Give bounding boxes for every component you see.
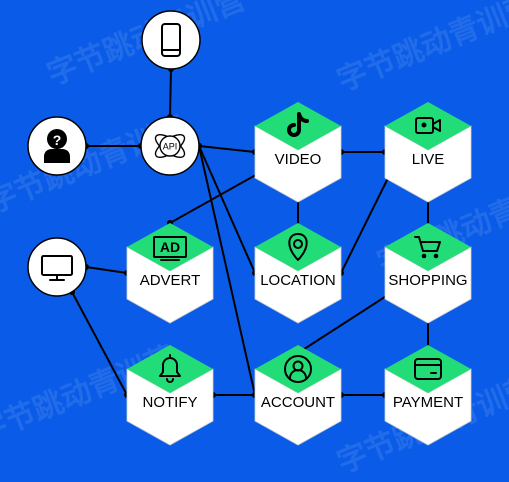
hex-node-label: ADVERT xyxy=(140,272,201,289)
connector-live-location xyxy=(340,171,392,274)
question-mark-glyph: ? xyxy=(53,132,62,148)
hex-node-location[interactable]: LOCATION xyxy=(254,223,342,324)
hex-node-video[interactable]: VIDEO xyxy=(254,102,342,203)
circle-node-user[interactable]: ? xyxy=(27,116,87,176)
hex-top xyxy=(127,345,213,393)
smartphone-icon xyxy=(161,23,181,57)
ad-icon: AD xyxy=(153,236,187,261)
hex-node-label: PAYMENT xyxy=(393,394,463,411)
hex-node-label: LIVE xyxy=(412,151,445,168)
circle-node-api[interactable]: API xyxy=(140,116,200,176)
hex-node-label: SHOPPING xyxy=(388,272,467,289)
user-icon xyxy=(284,355,312,383)
connection-lines xyxy=(69,66,431,398)
hex-node-live[interactable]: LIVE xyxy=(384,102,472,203)
hex-node-notify[interactable]: NOTIFY xyxy=(126,345,214,446)
hex-node-advert[interactable]: AD ADVERT xyxy=(126,223,214,324)
connector-account-shopping xyxy=(297,292,392,354)
connector-api-video xyxy=(198,145,256,153)
hex-top xyxy=(127,223,213,271)
connector-api-location xyxy=(198,145,256,274)
payment-card-icon xyxy=(414,358,442,380)
connector-api-account xyxy=(198,145,256,396)
connector-phone-api xyxy=(169,68,172,118)
hex-node-label: NOTIFY xyxy=(143,394,198,411)
hex-top xyxy=(385,345,471,393)
api-icon: API xyxy=(154,133,186,159)
connector-desktop-advert xyxy=(85,266,128,274)
tiktok-icon xyxy=(287,112,309,137)
circle-node-desktop[interactable] xyxy=(27,237,87,297)
hex-node-label: LOCATION xyxy=(260,272,336,289)
hex-top xyxy=(385,102,471,150)
bell-icon xyxy=(159,354,181,383)
map-pin-icon xyxy=(288,233,308,261)
hex-node-shopping[interactable]: SHOPPING xyxy=(384,223,472,324)
circle-node-bg xyxy=(27,237,87,297)
video-camera-icon xyxy=(415,117,441,134)
ad-icon-text: AD xyxy=(160,239,180,255)
circle-node-phone[interactable] xyxy=(141,10,201,70)
hex-node-payment[interactable]: PAYMENT xyxy=(384,345,472,446)
hex-top xyxy=(385,223,471,271)
diagram-canvas: ? API VIDEO LIVE AD ADVERT LOCATION SHOPPING NOT… xyxy=(27,10,472,446)
hex-node-label: ACCOUNT xyxy=(261,394,335,411)
hex-node-label: VIDEO xyxy=(275,151,322,168)
connector-video-advert xyxy=(169,171,262,224)
connector-desktop-notify xyxy=(71,291,128,396)
diagram-nodes: ? API VIDEO LIVE AD ADVERT LOCATION SHOPPING NOT… xyxy=(27,10,472,446)
monitor-icon xyxy=(41,255,73,281)
circle-node-bg xyxy=(141,10,201,70)
shopping-cart-icon xyxy=(414,236,441,259)
anonymous-user-icon: ? xyxy=(44,129,70,163)
api-label: API xyxy=(163,142,178,152)
hex-node-account[interactable]: ACCOUNT xyxy=(254,345,342,446)
